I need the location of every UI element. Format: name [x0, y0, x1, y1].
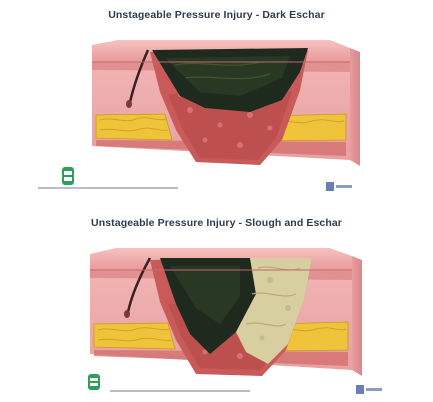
credit-line	[110, 390, 250, 392]
side-face	[350, 48, 360, 166]
credit-line	[38, 187, 178, 189]
side-face	[352, 256, 362, 376]
fat-layer	[96, 114, 172, 140]
logo-green-icon	[60, 165, 76, 187]
wound-illustration-slough-and-eschar	[0, 204, 433, 400]
logo-green-icon	[86, 372, 102, 392]
panel-slough-and-eschar: Unstageable Pressure Injury - Slough and…	[0, 204, 433, 400]
fat-layer	[94, 323, 175, 349]
logo-blue-icon	[326, 181, 354, 193]
logo-blue-icon	[356, 384, 384, 396]
panel-dark-eschar: Unstageable Pressure Injury - Dark Escha…	[0, 0, 433, 196]
